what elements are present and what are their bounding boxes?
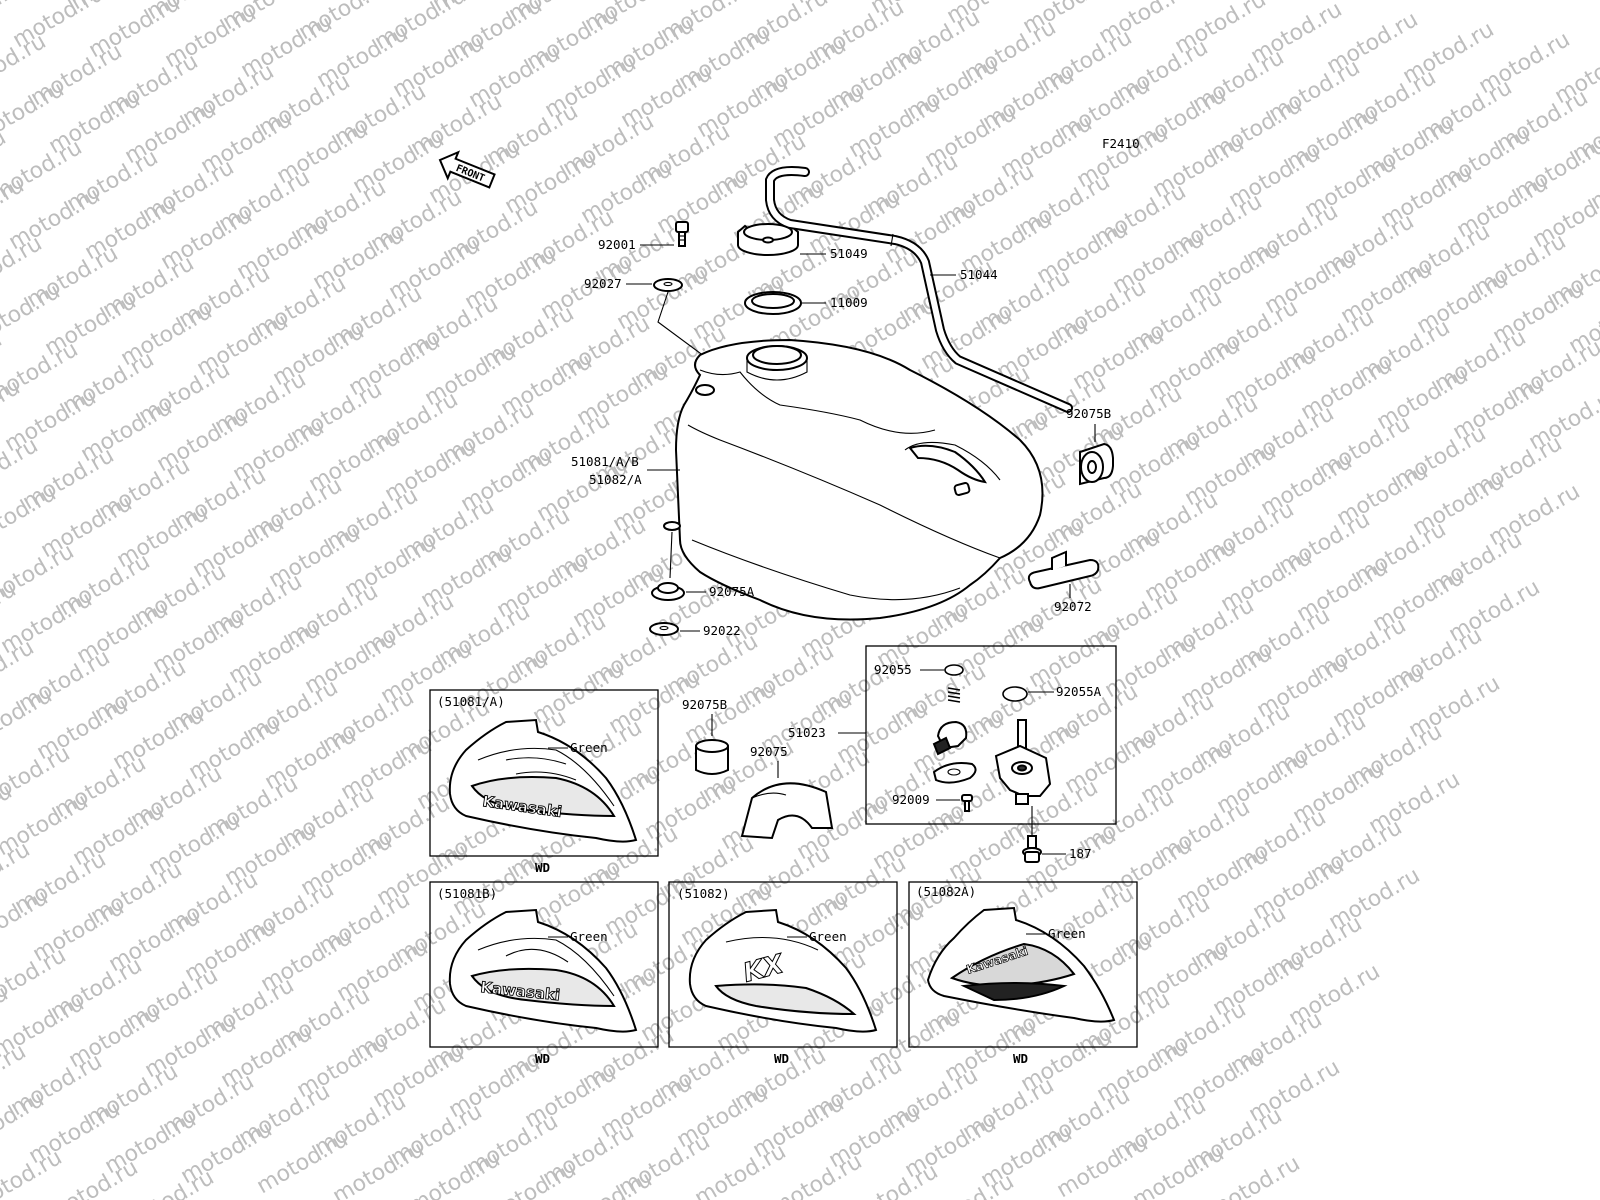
callout-92072: 92072 [1054,599,1092,614]
color-label: Green [570,929,608,944]
callout-92055A: 92055A [1056,684,1102,699]
color-label: Green [570,740,608,755]
callout-187: 187 [1069,846,1092,861]
callout-92022: 92022 [703,623,741,638]
variant-box-51082A: (51082A) Kawasaki Green WD [908,881,1138,1066]
callout-51044: 51044 [960,267,998,282]
petcock-body-icon [994,719,1052,805]
tank-decal-icon: Kawasaki [448,908,638,1033]
model-code: WD [535,1051,550,1066]
model-code: WD [774,1051,789,1066]
callout-92055: 92055 [874,662,912,677]
variant-box-51081A: (51081/A) Kawasaki Green WD [429,689,659,875]
variant-title: (51081B) [437,886,497,901]
variant-title: (51082) [677,886,730,901]
screw-92009-icon [961,794,973,812]
fuel-tank-icon [663,338,1044,621]
damper-92075B-icon [1079,442,1114,486]
variant-box-51082: (51082) KX Green WD [668,881,898,1066]
breather-hose-51044-icon [765,166,1073,413]
tank-decal-icon: KX [688,908,878,1033]
oring-92055-icon [944,664,964,676]
callout-92027: 92027 [584,276,622,291]
petcock-51023-box [865,645,1117,825]
bolt-187-icon [1022,835,1042,863]
callout-92075B: 92075B [1066,406,1111,421]
model-code: WD [535,860,550,875]
variant-box-51081B: (51081B) Kawasaki Green WD [429,881,659,1066]
callout-92075: 92075 [750,744,788,759]
gasket-plate-icon [932,762,977,784]
callout-92075A: 92075A [709,584,755,599]
pad-92075-icon [740,782,834,840]
callout-11009: 11009 [830,295,868,310]
callout-92009: 92009 [892,792,930,807]
variant-title: (51082A) [916,884,976,899]
tank-decal-icon: Kawasaki [448,718,638,843]
callout-51023: 51023 [788,725,826,740]
grommet-92075A-icon [651,582,685,601]
bracket-92072-icon [1027,550,1100,590]
variant-title: (51081/A) [437,694,505,709]
lever-icon [932,720,968,756]
washer-92027-icon [653,278,683,292]
oring-92055A-icon [1002,686,1028,702]
callout-51081AB: 51081/A/B [571,454,639,469]
washer-92022-icon [649,622,679,636]
color-label: Green [1048,926,1086,941]
fuel-cap-51049-icon [737,223,799,256]
tank-decal-icon: Kawasaki [926,906,1116,1023]
model-code: WD [1013,1051,1028,1066]
callout-92001: 92001 [598,237,636,252]
damper-92075B-2-icon [695,739,729,775]
spring-icon [947,687,961,703]
bolt-92001-icon [675,221,689,247]
callout-51049: 51049 [830,246,868,261]
callout-92075B-2: 92075B [682,697,727,712]
front-arrow-icon: FRONT [438,150,496,189]
figure-code: F2410 [1102,136,1140,151]
callout-51082A: 51082/A [589,472,642,487]
color-label: Green [809,929,847,944]
gasket-11009-icon [744,291,802,315]
